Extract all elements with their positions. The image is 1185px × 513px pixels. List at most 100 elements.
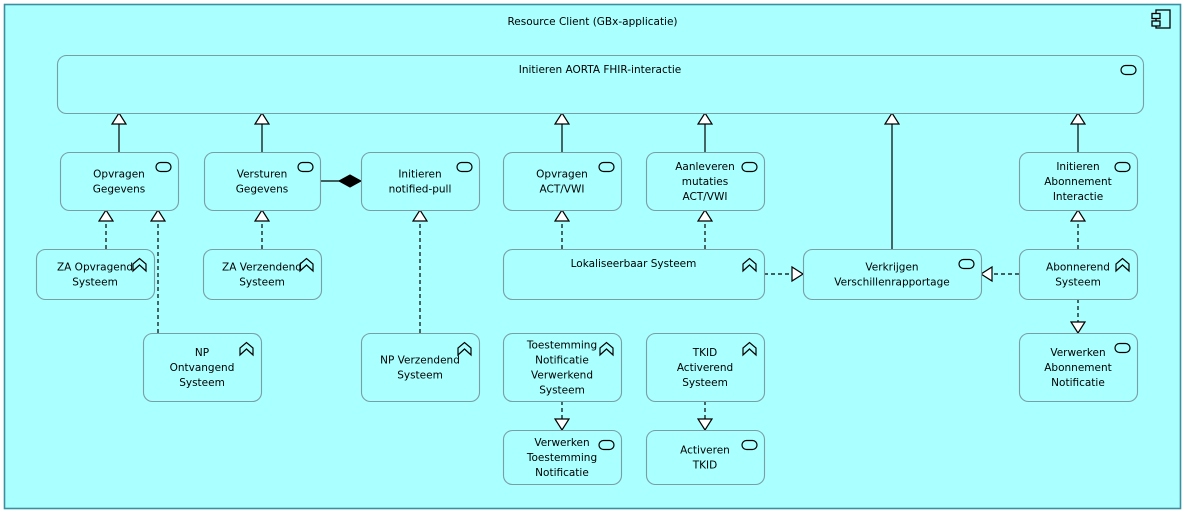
node-shape[interactable] xyxy=(360,332,481,403)
node-shape[interactable] xyxy=(645,151,766,212)
node-shape[interactable] xyxy=(502,248,766,301)
node-shape[interactable] xyxy=(202,248,323,301)
arrowhead-specialization xyxy=(110,111,128,125)
node-svc-root[interactable]: Initieren AORTA FHIR-interactie xyxy=(56,54,1145,115)
connector-toestemming-to-verwerken-toestemming xyxy=(553,401,571,432)
rounded-oval-icon xyxy=(958,258,975,270)
node-label: Lokaliseerbaar Systeem xyxy=(571,258,697,270)
rounded-oval-icon xyxy=(1120,64,1137,76)
connector-za-opvragend-to-opvragen-gegevens xyxy=(97,208,115,249)
node-shape[interactable] xyxy=(802,248,983,301)
rounded-oval-icon xyxy=(297,161,314,173)
node-shape[interactable] xyxy=(203,151,322,212)
node-shape[interactable] xyxy=(360,151,481,212)
rounded-oval-icon xyxy=(1114,161,1131,173)
arrowhead-realization xyxy=(553,208,571,222)
connector-aanleveren-mutaties-to-root xyxy=(696,111,714,152)
chevron-up-icon xyxy=(132,257,147,273)
arrowhead-specialization xyxy=(1069,111,1087,125)
connector-np-verzendend-to-notified-pull xyxy=(411,208,429,333)
rounded-oval-icon xyxy=(1114,342,1131,354)
node-shape[interactable] xyxy=(35,248,156,301)
chevron-up-icon xyxy=(239,341,254,357)
node-shape[interactable] xyxy=(502,332,623,403)
connector-abonnerend-to-verwerken-abonnement xyxy=(1069,299,1087,335)
connector-lokaliseerbaar-to-opvragen-actvwi xyxy=(553,208,571,249)
node-shape[interactable] xyxy=(1018,332,1139,403)
connector-abonnerend-to-initieren-abonnement xyxy=(1069,208,1087,249)
arrowhead-realization xyxy=(553,418,571,432)
arrowhead-realization xyxy=(979,265,993,283)
rounded-oval-icon xyxy=(741,161,758,173)
arrowhead-specialization xyxy=(253,111,271,125)
connector-za-verzendend-to-versturen-gegevens xyxy=(253,208,271,249)
rounded-oval-icon xyxy=(456,161,473,173)
arrowhead-specialization xyxy=(696,111,714,125)
node-label: Initieren AORTA FHIR-interactie xyxy=(519,64,681,76)
chevron-up-icon xyxy=(742,341,757,357)
node-shape[interactable] xyxy=(1018,248,1139,301)
arrowhead-realization xyxy=(149,208,167,222)
node-sys-lokaliseerbaar[interactable]: Lokaliseerbaar Systeem xyxy=(502,248,766,301)
connector-np-ontvangend-to-opvragen-gegevens xyxy=(149,208,167,333)
arrowhead-realization xyxy=(411,208,429,222)
node-shape[interactable] xyxy=(142,332,263,403)
chevron-up-icon xyxy=(1115,257,1130,273)
node-shape[interactable] xyxy=(1018,151,1139,212)
arrowhead-realization xyxy=(253,208,271,222)
node-shape[interactable] xyxy=(645,429,766,486)
connector-lokaliseerbaar-to-verkrijgen-verschillen xyxy=(764,265,805,283)
chevron-up-icon xyxy=(299,257,314,273)
application-component-icon xyxy=(1151,9,1171,29)
connector-opvragen-actvwi-to-root xyxy=(553,111,571,152)
connector-lokaliseerbaar-to-aanleveren-mutaties xyxy=(696,208,714,249)
connector-tkid-activerend-to-activeren-tkid xyxy=(696,401,714,432)
arrowhead-realization xyxy=(696,208,714,222)
rounded-oval-icon xyxy=(598,161,615,173)
node-shape[interactable] xyxy=(502,151,623,212)
arrowhead-realization xyxy=(1069,321,1087,335)
chevron-up-icon xyxy=(599,341,614,357)
container-title: Resource Client (GBx-applicatie) xyxy=(507,16,677,28)
connector-versturen-gegevens-to-root xyxy=(253,111,271,152)
arrowhead-realization xyxy=(1069,208,1087,222)
arrowhead-realization xyxy=(696,418,714,432)
node-shape[interactable] xyxy=(502,429,623,486)
node-shape[interactable] xyxy=(56,54,1145,115)
node-shape[interactable] xyxy=(645,332,766,403)
arrowhead-realization xyxy=(97,208,115,222)
node-shape[interactable] xyxy=(59,151,180,212)
